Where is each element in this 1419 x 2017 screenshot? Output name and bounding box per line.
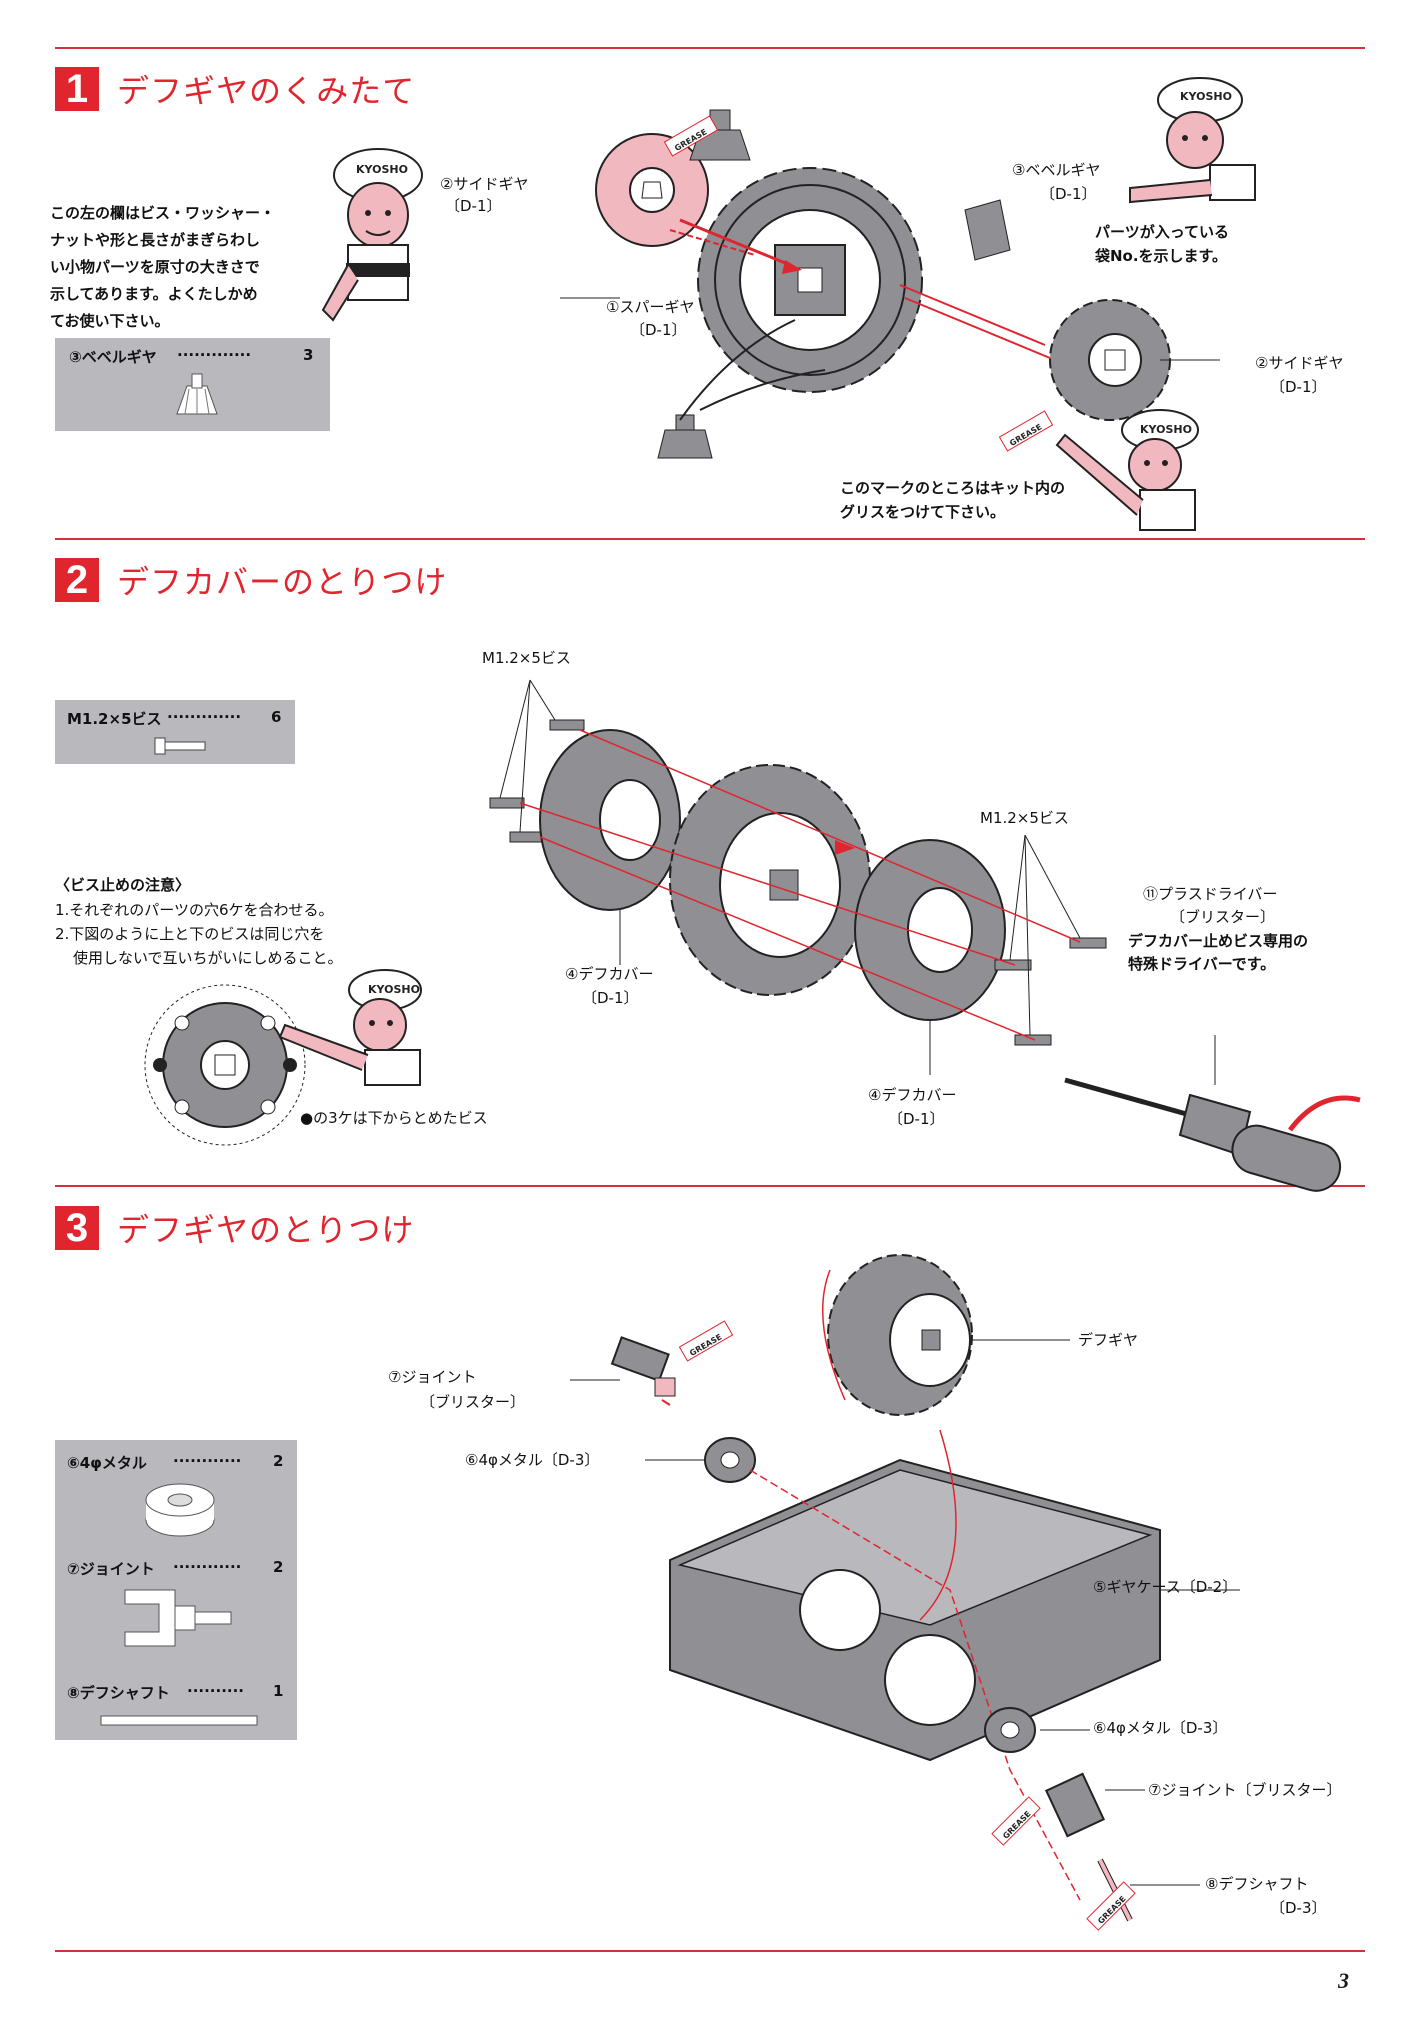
section-2-number: 2 xyxy=(55,558,99,602)
diff-shaft-icon xyxy=(100,1715,258,1726)
section-3-number: 3 xyxy=(55,1206,99,1250)
caution-title: 〈ビス止めの注意〉 xyxy=(55,876,191,894)
lbl-driver: ⑪プラスドライバー xyxy=(1143,885,1278,903)
bevel-gear-bottom xyxy=(657,414,713,459)
screw-icon xyxy=(154,737,206,755)
lbl-side-gear-2-bag: 〔D-1〕 xyxy=(1270,378,1327,396)
lbl-shaft-bag: 〔D-3〕 xyxy=(1270,1899,1327,1917)
lbl-cover-2-bag: 〔D-1〕 xyxy=(888,1110,945,1128)
lbl-cover-1-bag: 〔D-1〕 xyxy=(582,989,639,1007)
section-1-number: 1 xyxy=(55,67,99,111)
parts-name: ③ベベルギヤ xyxy=(69,348,157,366)
lbl-screw-top: M1.2×5ビス xyxy=(482,649,571,667)
s2-diff-cover-assembly xyxy=(489,679,1361,1192)
parts-dots: ············· xyxy=(167,708,242,726)
bevel-gear-right xyxy=(964,199,1011,261)
parts-dots-joint: ············ xyxy=(173,1558,242,1576)
lbl-cover-2: ④デフカバー xyxy=(868,1086,957,1104)
lbl-joint-1: ⑦ジョイント xyxy=(388,1368,477,1386)
lbl-driver-bag: 〔ブリスター〕 xyxy=(1170,908,1276,926)
lbl-shaft: ⑧デフシャフト xyxy=(1205,1875,1309,1893)
grease-tag-4: GREASE xyxy=(991,1796,1041,1846)
s3-parts-box: ⑥4φメタル ············ 2 ⑦ジョイント ···········… xyxy=(55,1440,297,1740)
section-2-title: デフカバーのとりつけ xyxy=(117,563,448,601)
mascot-kyosho-boy-4: KYOSHO xyxy=(278,969,422,1086)
section-1-title: デフギヤのくみたて xyxy=(117,72,416,110)
parts-qty-shaft: 1 xyxy=(273,1682,284,1700)
s2-parts-box: M1.2×5ビス ············· 6 xyxy=(55,700,295,764)
grease-tag-3: GREASE xyxy=(678,1320,734,1362)
lbl-spur-gear-bag: 〔D-1〕 xyxy=(630,321,687,339)
lbl-screw-right: M1.2×5ビス xyxy=(980,809,1069,827)
bottom-rule xyxy=(55,1950,1365,1952)
lbl-side-gear-1-bag: 〔D-1〕 xyxy=(445,197,502,215)
svg-text:KYOSHO: KYOSHO xyxy=(1180,90,1232,103)
lbl-metal-2: ⑥4φメタル〔D-3〕 xyxy=(1093,1719,1228,1737)
screw-pattern-diagram xyxy=(144,984,306,1146)
parts-dots-shaft: ·········· xyxy=(187,1682,244,1700)
lbl-joint-2: ⑦ジョイント〔ブリスター〕 xyxy=(1148,1781,1342,1799)
lbl-joint-1-bag: 〔ブリスター〕 xyxy=(420,1393,526,1411)
mascot-kyosho-boy-3: KYOSHO xyxy=(1055,409,1199,531)
screwdriver xyxy=(1064,1035,1361,1192)
page-number: 3 xyxy=(1338,1968,1349,1993)
lbl-bevel-gear: ③ベベルギヤ xyxy=(1012,161,1101,179)
screws-left xyxy=(489,679,585,843)
lbl-gear-case: ⑤ギヤケース〔D-2〕 xyxy=(1093,1578,1238,1596)
mascot-kyosho-boy-2: KYOSHO xyxy=(1129,77,1256,204)
section-3-heading: 3 デフギヤのとりつけ xyxy=(55,1205,414,1251)
bag-number-note: パーツが入っている 袋No.を示します。 xyxy=(1095,223,1229,265)
lbl-side-gear-1: ②サイドギヤ xyxy=(440,175,529,193)
spur-gear xyxy=(679,167,923,393)
grease-mark-note: このマークのところはキット内の グリスをつけて下さい。 xyxy=(840,479,1066,521)
parts-qty: 6 xyxy=(271,708,282,726)
lbl-spur-gear: ①スパーギヤ xyxy=(606,298,695,316)
cap-text: KYOSHO xyxy=(356,163,408,176)
lbl-cover-1: ④デフカバー xyxy=(565,965,654,983)
parts-qty-joint: 2 xyxy=(273,1558,284,1576)
side-gear-2 xyxy=(1049,299,1171,421)
section-1-heading: 1 デフギヤのくみたて xyxy=(55,66,415,112)
lbl-side-gear-2: ②サイドギヤ xyxy=(1255,354,1344,372)
section-2-heading: 2 デフカバーのとりつけ xyxy=(55,557,447,603)
svg-text:KYOSHO: KYOSHO xyxy=(1140,423,1192,436)
screw-note: ●の3ケは下からとめたビス xyxy=(300,1109,488,1127)
side-gear-1 xyxy=(595,133,709,247)
lbl-bevel-gear-bag: 〔D-1〕 xyxy=(1040,185,1097,203)
parts-qty: 3 xyxy=(303,346,314,364)
metal-bearing-icon xyxy=(145,1483,215,1537)
grease-tag-1: GREASE xyxy=(663,115,719,157)
parts-name-shaft: ⑧デフシャフト xyxy=(67,1684,170,1702)
lbl-metal-1: ⑥4φメタル〔D-3〕 xyxy=(465,1451,600,1469)
section-3-title: デフギヤのとりつけ xyxy=(117,1211,415,1249)
driver-note: デフカバー止めビス専用の 特殊ドライバーです。 xyxy=(1128,932,1309,973)
s1-parts-box: ③ベベルギヤ ············· 3 xyxy=(55,338,330,431)
caution-2a: 2.下図のように上と下のビスは同じ穴を xyxy=(55,925,325,943)
parts-dots-metal: ············ xyxy=(173,1452,242,1470)
parts-name: M1.2×5ビス xyxy=(67,710,162,728)
parts-name-metal: ⑥4φメタル xyxy=(67,1454,147,1472)
parts-name-joint: ⑦ジョイント xyxy=(67,1560,155,1578)
svg-text:KYOSHO: KYOSHO xyxy=(368,983,420,996)
bevel-gear-icon xyxy=(176,373,218,415)
joint-icon xyxy=(124,1589,232,1647)
section-divider-1 xyxy=(55,538,1365,540)
s1-gear-assembly xyxy=(560,109,1220,459)
parts-dots: ············· xyxy=(177,346,252,364)
top-rule xyxy=(55,47,1365,49)
section-divider-2 xyxy=(55,1185,1365,1187)
mascot-kyosho-boy-1: KYOSHO xyxy=(321,148,423,322)
caution-2b: 使用しないで互いちがいにしめること。 xyxy=(73,949,343,967)
grease-tag-5: GREASE xyxy=(1086,1881,1136,1931)
grease-tag-2: GREASE xyxy=(998,410,1054,452)
parts-qty-metal: 2 xyxy=(273,1452,284,1470)
lbl-diff-gear: デフギヤ xyxy=(1078,1331,1139,1349)
caution-1: 1.それぞれのパーツの穴6ケを合わせる。 xyxy=(55,901,334,919)
s3-gear-case-assembly xyxy=(570,1254,1240,1922)
s1-intro-text: この左の欄はビス・ワッシャー・ ナットや形と長さがまぎらわし い小物パーツを原寸… xyxy=(50,204,276,330)
